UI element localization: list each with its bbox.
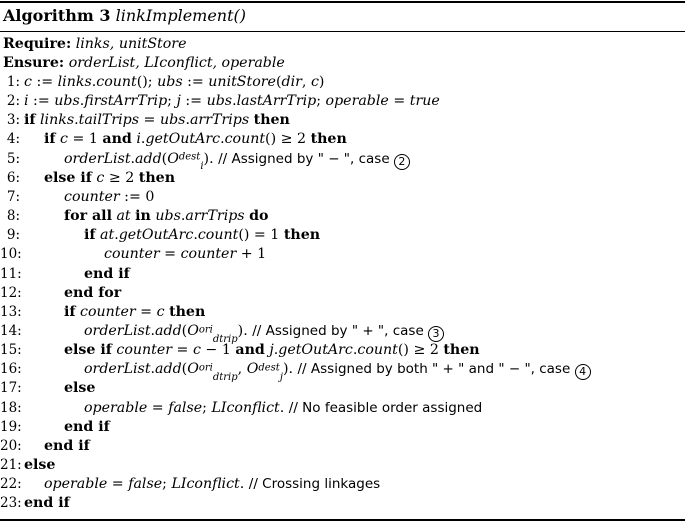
line-number: 3: xyxy=(6,112,20,129)
algorithm-line: 1:c := links.count(); ubs := unitStore(d… xyxy=(0,73,325,92)
line-text: end if xyxy=(44,437,90,454)
algorithm-line: 13: if counter = c then xyxy=(0,303,205,322)
algorithm-line: 9: if at.getOutArc.count() = 1 then xyxy=(0,226,320,245)
algorithm-line: 11: end if xyxy=(0,265,130,284)
line-text: i := ubs.firstArrTrip; j := ubs.lastArrT… xyxy=(24,93,440,110)
bottom-rule xyxy=(0,519,685,521)
algorithm-line: 18: operable = false; LIconflict. // No f… xyxy=(0,399,482,418)
algorithm-line: 4: if c = 1 and i.getOutArc.count() ≥ 2 t… xyxy=(0,130,347,149)
line-text: end for xyxy=(64,284,122,301)
algorithm-line: 2:i := ubs.firstArrTrip; j := ubs.lastAr… xyxy=(0,92,440,111)
algorithm-caption: Algorithm 3 linkImplement() xyxy=(3,6,246,25)
algorithm-line: 5: orderList.add(Odesti). // Assigned by … xyxy=(0,150,410,172)
line-text: else xyxy=(64,380,96,397)
algorithm-line: 21:else xyxy=(0,456,55,475)
algorithm-line: 6: else if c ≥ 2 then xyxy=(0,169,175,188)
algorithm-line: 16: orderList.add(Ooridtrip, Odestj). // … xyxy=(0,360,591,382)
line-number: 11: xyxy=(0,265,22,282)
line-number: 17: xyxy=(0,380,22,397)
caption-rule xyxy=(0,31,685,32)
line-number: 5: xyxy=(6,150,20,167)
line-number: 12: xyxy=(0,284,22,301)
line-number: 9: xyxy=(6,227,20,244)
line-number: 4: xyxy=(6,131,20,148)
top-rule xyxy=(0,1,685,3)
line-number: 7: xyxy=(6,188,20,205)
line-text: else if c ≥ 2 then xyxy=(44,169,176,186)
line-text: else xyxy=(24,457,56,473)
line-number: 19: xyxy=(0,418,22,435)
line-text: for all at in ubs.arrTrips do xyxy=(64,208,269,225)
line-number: 15: xyxy=(0,342,22,359)
algorithm-line: 14: orderList.add(Ooridtrip). // Assigned… xyxy=(0,322,445,344)
algorithm-line: 3:if links.tailTrips = ubs.arrTrips then xyxy=(0,111,290,130)
line-text: orderList.add(Ooridtrip, Odestj). // Ass… xyxy=(84,361,591,382)
line-number: 1: xyxy=(6,74,20,90)
algorithm-line: 10: counter = counter + 1 xyxy=(0,245,266,264)
algorithm-line: 20: end if xyxy=(0,437,90,456)
line-number: 10: xyxy=(0,246,22,263)
line-text: if at.getOutArc.count() = 1 then xyxy=(84,227,321,244)
line-text: c := links.count(); ubs := unitStore(dir… xyxy=(24,74,325,90)
ensure-label: Ensure: xyxy=(3,55,65,71)
line-text: orderList.add(Odesti). // Assigned by " … xyxy=(64,151,410,172)
require-line: Require: links, unitStore xyxy=(3,35,186,54)
line-text: else if counter = c − 1 and j.getOutArc.… xyxy=(64,342,480,359)
line-text: operable = false; LIconflict. // No feas… xyxy=(84,399,483,416)
caption-label: Algorithm 3 xyxy=(3,6,111,25)
line-number: 6: xyxy=(6,169,20,186)
caption-function: linkImplement() xyxy=(115,6,247,25)
algorithm-line: 8: for all at in ubs.arrTrips do xyxy=(0,207,269,226)
line-text: if c = 1 and i.getOutArc.count() ≥ 2 the… xyxy=(44,131,347,148)
line-text: end if xyxy=(84,265,130,282)
require-args: links, unitStore xyxy=(75,36,187,52)
line-text: end if xyxy=(64,418,110,435)
ensure-line: Ensure: orderList, LIconflict, operable xyxy=(3,54,285,73)
line-number: 8: xyxy=(6,208,20,225)
line-number: 13: xyxy=(0,303,22,320)
require-label: Require: xyxy=(3,36,72,52)
line-text: counter = counter + 1 xyxy=(104,246,267,263)
algorithm-line: 15: else if counter = c − 1 and j.getOutA… xyxy=(0,341,480,360)
line-text: operable = false; LIconflict. // Crossin… xyxy=(44,476,381,493)
line-number: 23: xyxy=(0,495,22,512)
line-number: 16: xyxy=(0,361,22,378)
line-number: 2: xyxy=(6,93,20,110)
algorithm-line: 22: operable = false; LIconflict. // Cros… xyxy=(0,475,380,494)
algorithm-line: 7: counter := 0 xyxy=(0,188,155,207)
line-text: if counter = c then xyxy=(64,303,206,320)
algorithm-line: 17: else xyxy=(0,379,95,398)
algorithm-line: 23:end if xyxy=(0,494,70,513)
ensure-args: orderList, LIconflict, operable xyxy=(68,55,285,71)
line-text: orderList.add(Ooridtrip). // Assigned by… xyxy=(84,323,445,344)
line-text: end if xyxy=(24,495,70,512)
line-number: 21: xyxy=(0,457,22,473)
line-number: 18: xyxy=(0,399,22,416)
algorithm-line: 12: end for xyxy=(0,284,121,303)
line-number: 14: xyxy=(0,322,22,339)
line-number: 20: xyxy=(0,437,22,454)
line-text: if links.tailTrips = ubs.arrTrips then xyxy=(24,112,290,129)
algorithm-line: 19: end if xyxy=(0,418,110,437)
line-number: 22: xyxy=(0,476,22,493)
line-text: counter := 0 xyxy=(64,188,155,205)
